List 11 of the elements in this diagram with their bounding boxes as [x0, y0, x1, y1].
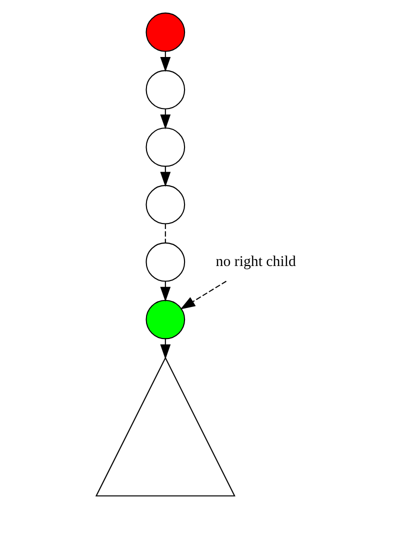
connector	[164, 224, 166, 243]
node-circle	[146, 300, 186, 340]
node-circle	[146, 242, 186, 282]
node-circle	[146, 127, 186, 167]
node-circle	[146, 12, 186, 52]
arrow	[180, 280, 227, 310]
arrow	[160, 338, 171, 360]
node-text: no right child	[216, 254, 296, 270]
node-circle	[146, 70, 186, 110]
node-circle	[146, 184, 186, 224]
node-triangle	[95, 356, 236, 496]
